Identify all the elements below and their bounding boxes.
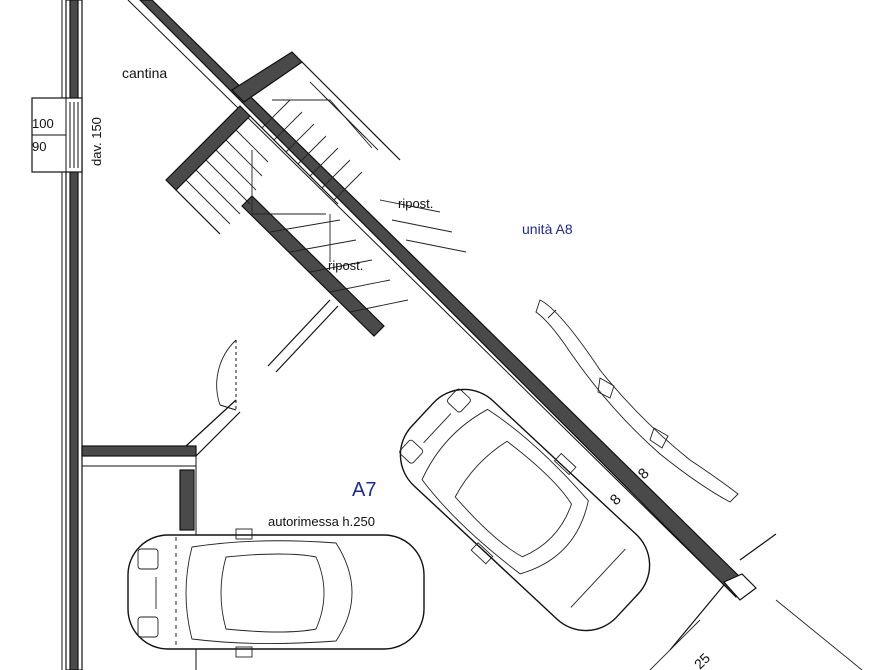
car-horizontal: [127, 528, 425, 658]
label-cantina: cantina: [122, 65, 167, 81]
label-dim-25: 25: [691, 650, 713, 670]
label-autorimessa: autorimessa h.250: [268, 514, 375, 529]
label-dim-90: 90: [32, 139, 46, 154]
label-dim-8b: 8: [607, 491, 625, 509]
window-opening: [31, 97, 83, 173]
label-dav: dav. 150: [89, 117, 104, 166]
label-unit-a7: A7: [352, 479, 376, 501]
label-ripost-lower: ripost.: [328, 258, 363, 273]
car-partial-right: [535, 299, 739, 503]
stair-side-partition: [267, 299, 339, 373]
diagonal-wall: [127, 0, 757, 601]
bottom-right-lines: [649, 533, 863, 670]
label-unit-a8: unità A8: [522, 221, 573, 237]
label-ripost-upper: ripost.: [398, 196, 433, 211]
staircase: [165, 51, 467, 337]
label-dim-100: 100: [32, 116, 54, 131]
car-diagonal: [399, 388, 651, 632]
door: [216, 339, 237, 411]
